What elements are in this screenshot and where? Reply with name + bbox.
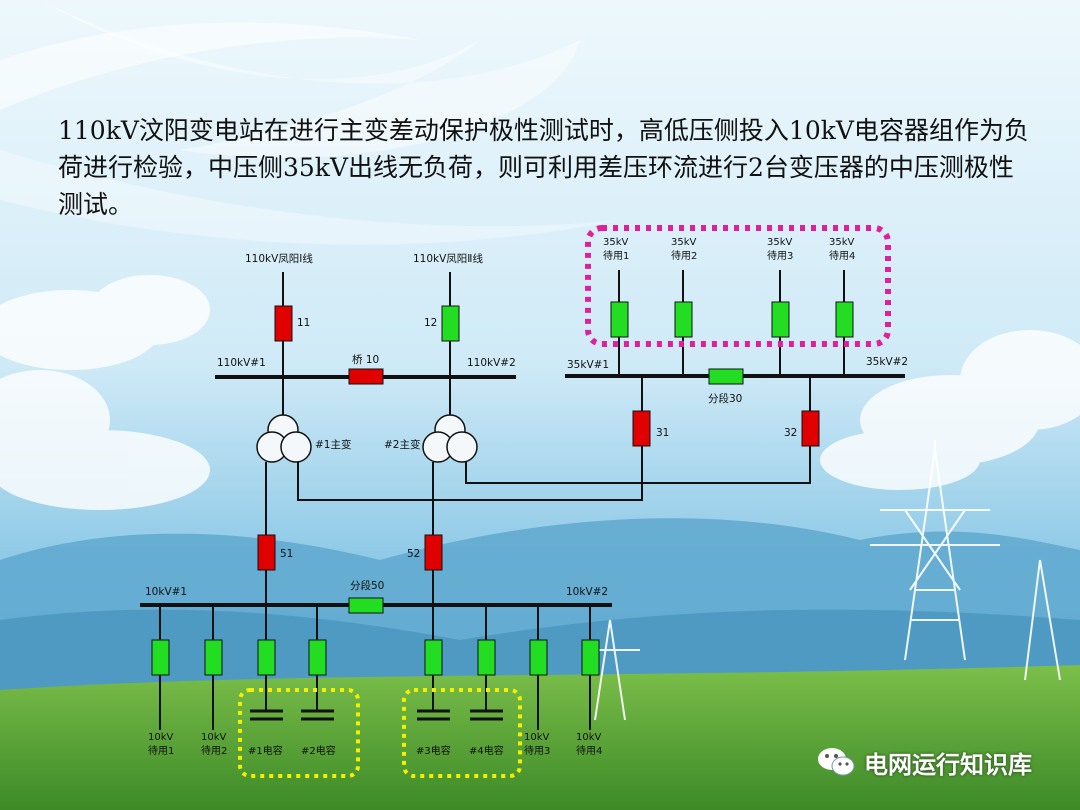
feeder-35kv-2-line1: 35kV [671, 237, 697, 248]
line-110kv-2-label: 110kV凤阳Ⅱ线 [413, 252, 483, 265]
feeder-10kv-3-breaker [529, 639, 548, 676]
swoosh-decoration [0, 22, 420, 110]
feeder-10kv-1-line2: 待用1 [148, 744, 174, 757]
transformer-2-label: #2主变 [384, 438, 421, 451]
bus-10kv-2-label: 10kV#2 [566, 586, 608, 598]
breaker-11 [274, 305, 293, 342]
grass-field [0, 665, 1080, 810]
breaker-51-label: 51 [280, 548, 293, 560]
capacitor-3-label: #3电容 [416, 744, 451, 757]
transformer-1 [256, 414, 312, 463]
section-breaker-50 [348, 597, 384, 614]
wechat-icon [818, 748, 855, 776]
breaker-52 [424, 534, 443, 571]
section-35kv-label: 分段30 [708, 392, 742, 405]
feeder-35kv-3-line2: 待用3 [767, 249, 793, 262]
bus-10kv-1-label: 10kV#1 [145, 586, 187, 598]
pylon-decoration [585, 440, 1061, 721]
feeder-35kv-1-line2: 待用1 [603, 249, 629, 262]
feeder-10kv-2-line2: 待用2 [201, 744, 227, 757]
feeder-10kv-2-line1: 10kV [201, 732, 227, 743]
capacitor-4-breaker [477, 639, 496, 676]
feeder-10kv-3-line2: 待用3 [524, 744, 550, 757]
breaker-32-label: 32 [784, 427, 797, 439]
feeder-35kv-2-breaker [674, 301, 693, 338]
bus-35kv-2-label: 35kV#2 [866, 356, 908, 368]
intro-paragraph: 110kV汶阳变电站在进行主变差动保护极性测试时，高低压侧投入10kV电容器组作… [58, 116, 1029, 219]
capacitor-2-label: #2电容 [301, 744, 336, 757]
bus-110kv-2-label: 110kV#2 [467, 357, 516, 369]
feeder-35kv-4-breaker [835, 301, 854, 338]
feeder-35kv-1-breaker [610, 301, 629, 338]
feeder-35kv-3-line1: 35kV [767, 237, 793, 248]
capacitor-2-breaker [308, 639, 327, 676]
transformer-1-label: #1主变 [315, 438, 352, 451]
capacitor-1-label: #1电容 [248, 744, 283, 757]
feeder-35kv-2-line2: 待用2 [671, 249, 697, 262]
line-110kv-1-label: 110kV凤阳Ⅰ线 [245, 252, 313, 265]
breaker-31 [632, 410, 651, 447]
bus-35kv-1-label: 35kV#1 [567, 359, 609, 371]
breaker-12 [441, 305, 460, 342]
breaker-12-label: 12 [424, 317, 437, 329]
breaker-32 [801, 410, 820, 447]
capacitor-3-breaker [424, 639, 443, 676]
capacitor-1-breaker [257, 639, 276, 676]
bus-110kv-1-label: 110kV#1 [217, 357, 266, 369]
capacitor-4-label: #4电容 [469, 744, 504, 757]
breaker-51 [257, 534, 276, 571]
feeder-35kv-4-line2: 待用4 [829, 249, 855, 262]
feeder-35kv-4-line1: 35kV [829, 237, 855, 248]
capacitor-plates [250, 709, 503, 721]
transformer-2 [422, 414, 478, 463]
feeder-10kv-1-line1: 10kV [148, 732, 174, 743]
feeder-10kv-1-breaker [151, 639, 170, 676]
section-10kv-label: 分段50 [350, 579, 384, 592]
feeder-10kv-2-breaker [204, 639, 223, 676]
watermark-text: 电网运行知识库 [864, 750, 1032, 779]
section-breaker-30 [708, 368, 744, 385]
bridge-label: 桥 10 [352, 354, 379, 366]
feeder-10kv-3-line1: 10kV [524, 732, 550, 743]
breaker-52-label: 52 [407, 548, 420, 560]
feeder-35kv-1-line1: 35kV [603, 237, 629, 248]
breaker-31-label: 31 [656, 427, 669, 439]
bridge-breaker-10 [348, 368, 384, 385]
highlight-capacitors-3-4 [402, 688, 522, 778]
feeder-35kv-3-breaker [771, 301, 790, 338]
breaker-11-label: 11 [297, 317, 310, 329]
feeder-10kv-4-line1: 10kV [576, 732, 602, 743]
highlight-capacitors-1-2 [238, 688, 360, 778]
wechat-watermark: 电网运行知识库 [816, 744, 1032, 780]
feeder-10kv-4-line2: 待用4 [576, 744, 602, 757]
feeder-10kv-4-breaker [581, 639, 600, 676]
clouds [0, 275, 1080, 510]
highlight-35kv-feeders [585, 225, 891, 347]
